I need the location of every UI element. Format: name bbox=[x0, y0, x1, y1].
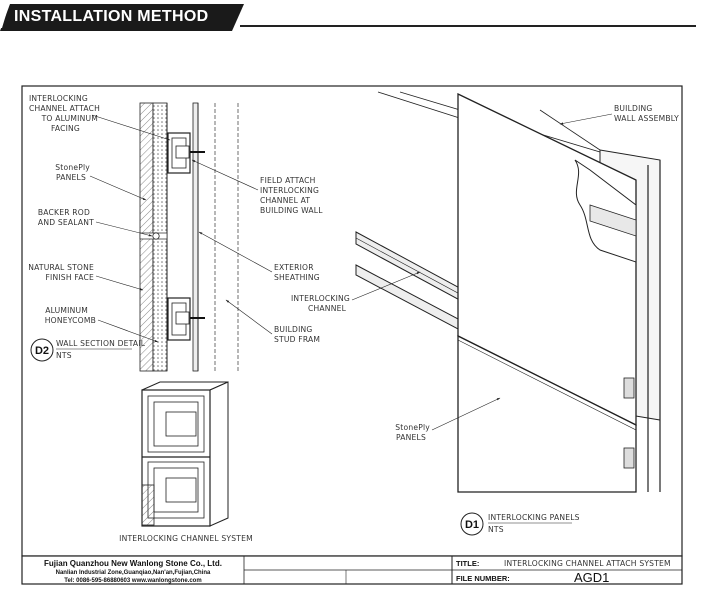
svg-text:INTERLOCKING: INTERLOCKING bbox=[29, 94, 88, 103]
svg-text:AND SEALANT: AND SEALANT bbox=[38, 218, 94, 227]
svg-text:PANELS: PANELS bbox=[396, 433, 426, 442]
file-number-value: AGD1 bbox=[574, 570, 609, 585]
page-title: INSTALLATION METHOD bbox=[14, 8, 209, 25]
label-natural-stone: NATURAL STONE FINISH FACE bbox=[28, 263, 144, 291]
svg-text:D1: D1 bbox=[465, 519, 479, 531]
title-block: Fujian Quanzhou New Wanlong Stone Co., L… bbox=[21, 555, 683, 585]
svg-text:FACING: FACING bbox=[51, 124, 80, 133]
label-building-wall-assembly: BUILDING WALL ASSEMBLY bbox=[559, 104, 679, 125]
svg-text:INTERLOCKING: INTERLOCKING bbox=[260, 186, 319, 195]
svg-text:STUD FRAM: STUD FRAM bbox=[274, 335, 320, 344]
svg-text:NATURAL STONE: NATURAL STONE bbox=[28, 263, 94, 272]
label-interlocking-attach: INTERLOCKING CHANNEL ATTACH TO ALUMINUM … bbox=[29, 94, 171, 141]
label-backer-rod: BACKER ROD AND SEALANT bbox=[38, 208, 153, 237]
company-address: Nanlian Industrial Zone,Guanqiao,Nan'an,… bbox=[56, 570, 211, 576]
svg-text:CHANNEL: CHANNEL bbox=[308, 304, 347, 313]
svg-text:NTS: NTS bbox=[488, 525, 504, 534]
file-number-label: FILE NUMBER: bbox=[456, 574, 510, 583]
title-label: TITLE: bbox=[456, 559, 479, 568]
label-field-attach: FIELD ATTACH INTERLOCKING CHANNEL AT BUI… bbox=[191, 159, 323, 215]
svg-text:TO ALUMINUM: TO ALUMINUM bbox=[41, 114, 98, 123]
detail-tag-d2: D2 WALL SECTION DETAIL NTS bbox=[30, 338, 146, 362]
svg-text:FIELD ATTACH: FIELD ATTACH bbox=[260, 176, 316, 185]
svg-text:WALL SECTION DETAIL: WALL SECTION DETAIL bbox=[56, 339, 146, 348]
channel-system-drawing bbox=[141, 381, 229, 527]
title-value: INTERLOCKING CHANNEL ATTACH SYSTEM bbox=[504, 559, 671, 568]
label-stoneply-panels-d1: StonePly PANELS bbox=[395, 397, 501, 442]
svg-text:EXTERIOR: EXTERIOR bbox=[274, 263, 314, 272]
svg-text:WALL ASSEMBLY: WALL ASSEMBLY bbox=[614, 114, 679, 123]
svg-text:ALUMINUM: ALUMINUM bbox=[45, 306, 88, 315]
wall-section-drawing bbox=[139, 102, 239, 372]
svg-text:BACKER ROD: BACKER ROD bbox=[38, 208, 90, 217]
label-building-stud: BUILDING STUD FRAM bbox=[225, 299, 320, 344]
detail-tag-d1: D1 INTERLOCKING PANELS NTS bbox=[460, 512, 580, 536]
label-stoneply-panels-d2: StonePly PANELS bbox=[55, 163, 147, 201]
svg-text:INTERLOCKING: INTERLOCKING bbox=[291, 294, 350, 303]
svg-text:NTS: NTS bbox=[56, 351, 72, 360]
panel-assembly-drawing bbox=[355, 91, 661, 493]
header-banner bbox=[0, 4, 244, 31]
svg-text:PANELS: PANELS bbox=[56, 173, 86, 182]
label-exterior-sheathing: EXTERIOR SHEATHING bbox=[198, 231, 320, 282]
header-rule bbox=[240, 25, 696, 27]
label-interlocking-channel: INTERLOCKING CHANNEL bbox=[291, 271, 421, 313]
label-aluminum-honeycomb: ALUMINUM HONEYCOMB bbox=[45, 306, 159, 343]
svg-text:BUILDING: BUILDING bbox=[274, 325, 313, 334]
svg-text:BUILDING WALL: BUILDING WALL bbox=[260, 206, 323, 215]
svg-text:FINISH FACE: FINISH FACE bbox=[45, 273, 94, 282]
svg-text:StonePly: StonePly bbox=[395, 423, 430, 432]
svg-text:HONEYCOMB: HONEYCOMB bbox=[45, 316, 96, 325]
svg-text:CHANNEL AT: CHANNEL AT bbox=[260, 196, 310, 205]
svg-text:CHANNEL ATTACH: CHANNEL ATTACH bbox=[29, 104, 100, 113]
svg-text:D2: D2 bbox=[35, 345, 49, 357]
company-name: Fujian Quanzhou New Wanlong Stone Co., L… bbox=[44, 559, 222, 568]
svg-text:BUILDING: BUILDING bbox=[614, 104, 653, 113]
company-contact: Tel: 0086-595-86880603 www.wanlongstone.… bbox=[64, 578, 201, 584]
svg-text:StonePly: StonePly bbox=[55, 163, 90, 172]
svg-text:SHEATHING: SHEATHING bbox=[274, 273, 320, 282]
svg-text:INTERLOCKING PANELS: INTERLOCKING PANELS bbox=[488, 513, 580, 522]
channel-system-caption: INTERLOCKING CHANNEL SYSTEM bbox=[119, 534, 253, 543]
